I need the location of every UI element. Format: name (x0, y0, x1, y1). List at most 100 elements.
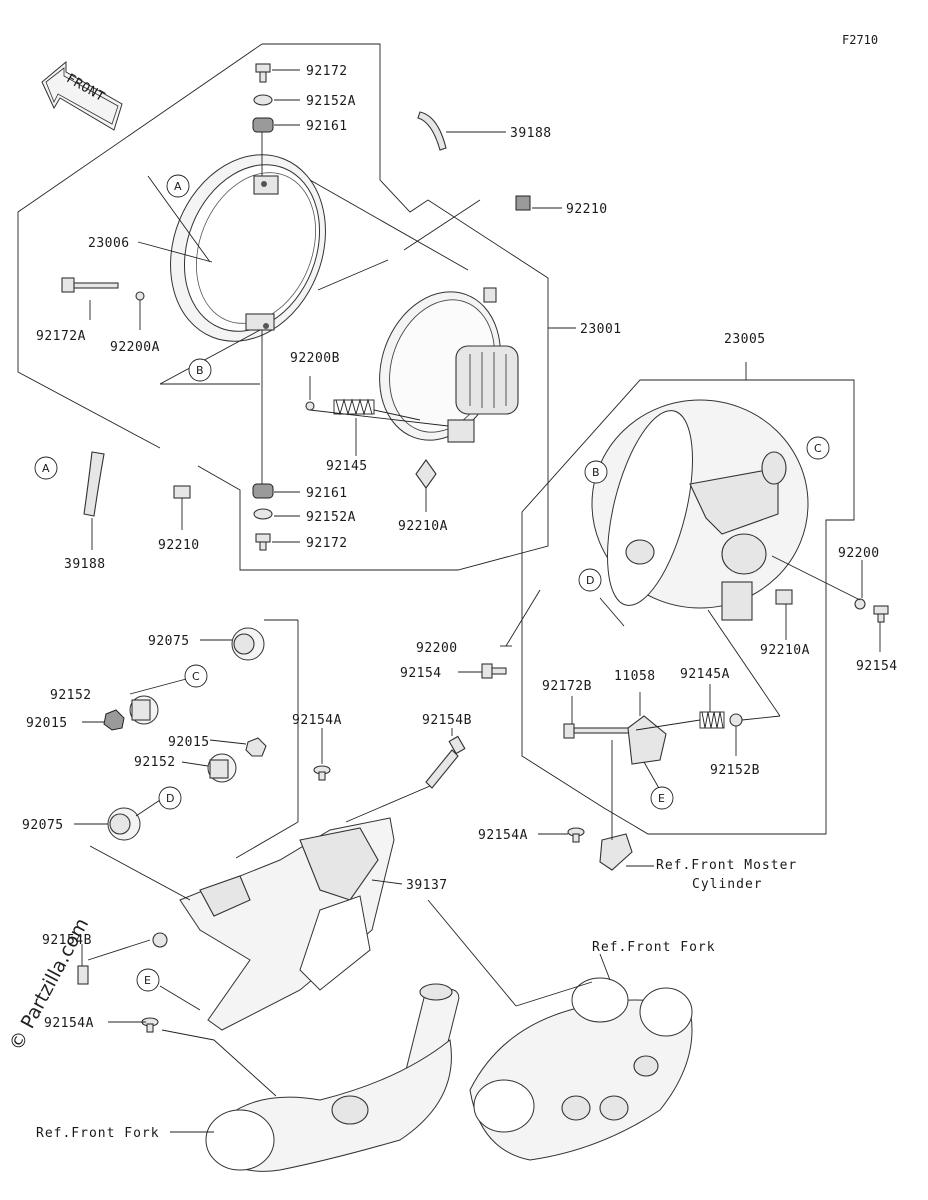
collar-92152-left (129, 695, 159, 725)
marker-D-grommet: D (166, 792, 174, 805)
label-92152A-top: 92152A (306, 94, 356, 109)
screw-92154-right (873, 605, 889, 623)
bracket-11058 (627, 715, 667, 765)
label-92075-top: 92075 (148, 634, 190, 649)
marker-E-left: E (144, 974, 151, 987)
label-92200A: 92200A (110, 340, 160, 355)
label-39137: 39137 (406, 878, 448, 893)
washer-92152B (729, 713, 743, 727)
label-92015-mid: 92015 (168, 735, 210, 750)
lower-fork-bracket (205, 983, 460, 1172)
label-92152B: 92152B (710, 763, 760, 778)
washer-92200A (135, 291, 145, 301)
marker-A-left: A (42, 462, 50, 475)
ref-front-fork-left: Ref.Front Fork (36, 1126, 160, 1141)
leader-lines (74, 69, 881, 1133)
label-23005: 23005 (724, 332, 766, 347)
nut-92015-mid (245, 737, 267, 757)
band-39188-top (417, 111, 447, 151)
label-92154A-right: 92154A (478, 828, 528, 843)
group-outline-shell (521, 362, 855, 835)
marker-A-top: A (174, 180, 182, 193)
bolt-92154B-mid (425, 735, 466, 789)
headlight-unit-23001 (379, 287, 519, 443)
marker-D-shell: D (586, 574, 594, 587)
label-92154-right: 92154 (856, 659, 898, 674)
screw-92154A-right (567, 827, 585, 843)
grommet-92075-top (231, 627, 265, 661)
label-92154B-left: 92154B (42, 933, 92, 948)
label-92075-bottom: 92075 (22, 818, 64, 833)
band-39188-left (83, 451, 105, 517)
label-92145: 92145 (326, 459, 368, 474)
ref-master-cylinder-line1: Ref.Front Moster (656, 858, 797, 873)
screw-92154-mid (481, 663, 507, 679)
label-92015-left: 92015 (26, 716, 68, 731)
bolt-92172B (563, 723, 635, 739)
ref-front-fork-right: Ref.Front Fork (592, 940, 716, 955)
label-92172B: 92172B (542, 679, 592, 694)
label-92154-mid: 92154 (400, 666, 442, 681)
grommet-92075-bottom (107, 807, 141, 841)
part-labels: 92172 92152A 92161 39188 92210 23006 921… (22, 64, 898, 1031)
reference-labels: Ref.Front Moster Cylinder Ref.Front Fork… (36, 858, 797, 1141)
label-92200-right: 92200 (838, 546, 880, 561)
clip-92210-top (515, 195, 531, 211)
label-92172-top: 92172 (306, 64, 348, 79)
label-92200B: 92200B (290, 351, 340, 366)
label-11058: 11058 (614, 669, 656, 684)
bolt-92154B-left (77, 965, 89, 985)
master-cylinder-bracket (599, 833, 633, 871)
washer-92200B (305, 401, 315, 411)
screw-92172-bottom (255, 533, 271, 551)
ref-master-cylinder-line2: Cylinder (692, 877, 763, 892)
clip-92210A-left (415, 459, 437, 489)
label-92154A-left: 92154A (44, 1016, 94, 1031)
label-92172A: 92172A (36, 329, 86, 344)
nut-92015-left (103, 709, 125, 731)
spring-92145A (699, 711, 725, 729)
figure-id: F2710 (842, 33, 878, 47)
spring-92145 (333, 398, 375, 416)
headlight-shell-23005 (591, 399, 809, 621)
washer-92152A-top (253, 94, 273, 106)
label-92161-top: 92161 (306, 119, 348, 134)
headlight-rim-23006 (170, 154, 326, 342)
label-92172-bottom: 92172 (306, 536, 348, 551)
upper-fork-bracket (469, 977, 693, 1161)
front-arrow-icon: FRONT (41, 60, 123, 131)
grommet-92161-bottom (252, 483, 274, 499)
washer-92152A-bottom (253, 508, 273, 520)
marker-B-left: B (196, 364, 204, 377)
label-92210A-right: 92210A (760, 643, 810, 658)
clip-92210-left (173, 485, 191, 499)
label-92210-left: 92210 (158, 538, 200, 553)
marker-E-bracket: E (658, 792, 665, 805)
marker-B-shell: B (592, 466, 600, 479)
clip-92210A-right (775, 589, 793, 605)
label-92154B-mid: 92154B (422, 713, 472, 728)
screw-92172-top (255, 63, 271, 83)
bolt-92172A (61, 277, 119, 293)
label-23006: 23006 (88, 236, 130, 251)
label-92152-mid: 92152 (134, 755, 176, 770)
headlight-bracket-39137 (152, 817, 395, 1031)
label-92200-mid: 92200 (416, 641, 458, 656)
label-92161-bottom: 92161 (306, 486, 348, 501)
group-outline-headlight (17, 43, 576, 571)
marker-C-grommet: C (192, 670, 200, 683)
washer-92200-right (854, 598, 866, 610)
screw-92154A-left (141, 1017, 159, 1033)
label-39188-top: 39188 (510, 126, 552, 141)
label-39188-left: 39188 (64, 557, 106, 572)
screw-92154A-mid (313, 765, 331, 781)
grommet-92161-top (252, 117, 274, 133)
label-92145A: 92145A (680, 667, 730, 682)
label-92210A-left: 92210A (398, 519, 448, 534)
label-92210-top: 92210 (566, 202, 608, 217)
circle-markers: A B A B C D C D E E (34, 174, 830, 992)
collar-92152-mid (207, 753, 237, 783)
label-92154A-mid: 92154A (292, 713, 342, 728)
